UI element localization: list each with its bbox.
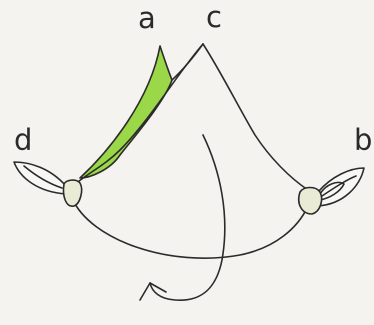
- rotation-arrow-curve: [150, 135, 225, 300]
- shaded-region-a: [80, 46, 172, 178]
- label-a: a: [138, 1, 156, 35]
- bottom-loop: [72, 198, 308, 258]
- label-d: d: [14, 123, 32, 157]
- cone-right-edge: [203, 44, 308, 190]
- label-b: b: [354, 123, 372, 157]
- label-c: c: [206, 0, 222, 34]
- knot-b: [299, 188, 322, 215]
- cone-back-edge-to-a: [172, 44, 203, 80]
- knot-d: [63, 180, 81, 206]
